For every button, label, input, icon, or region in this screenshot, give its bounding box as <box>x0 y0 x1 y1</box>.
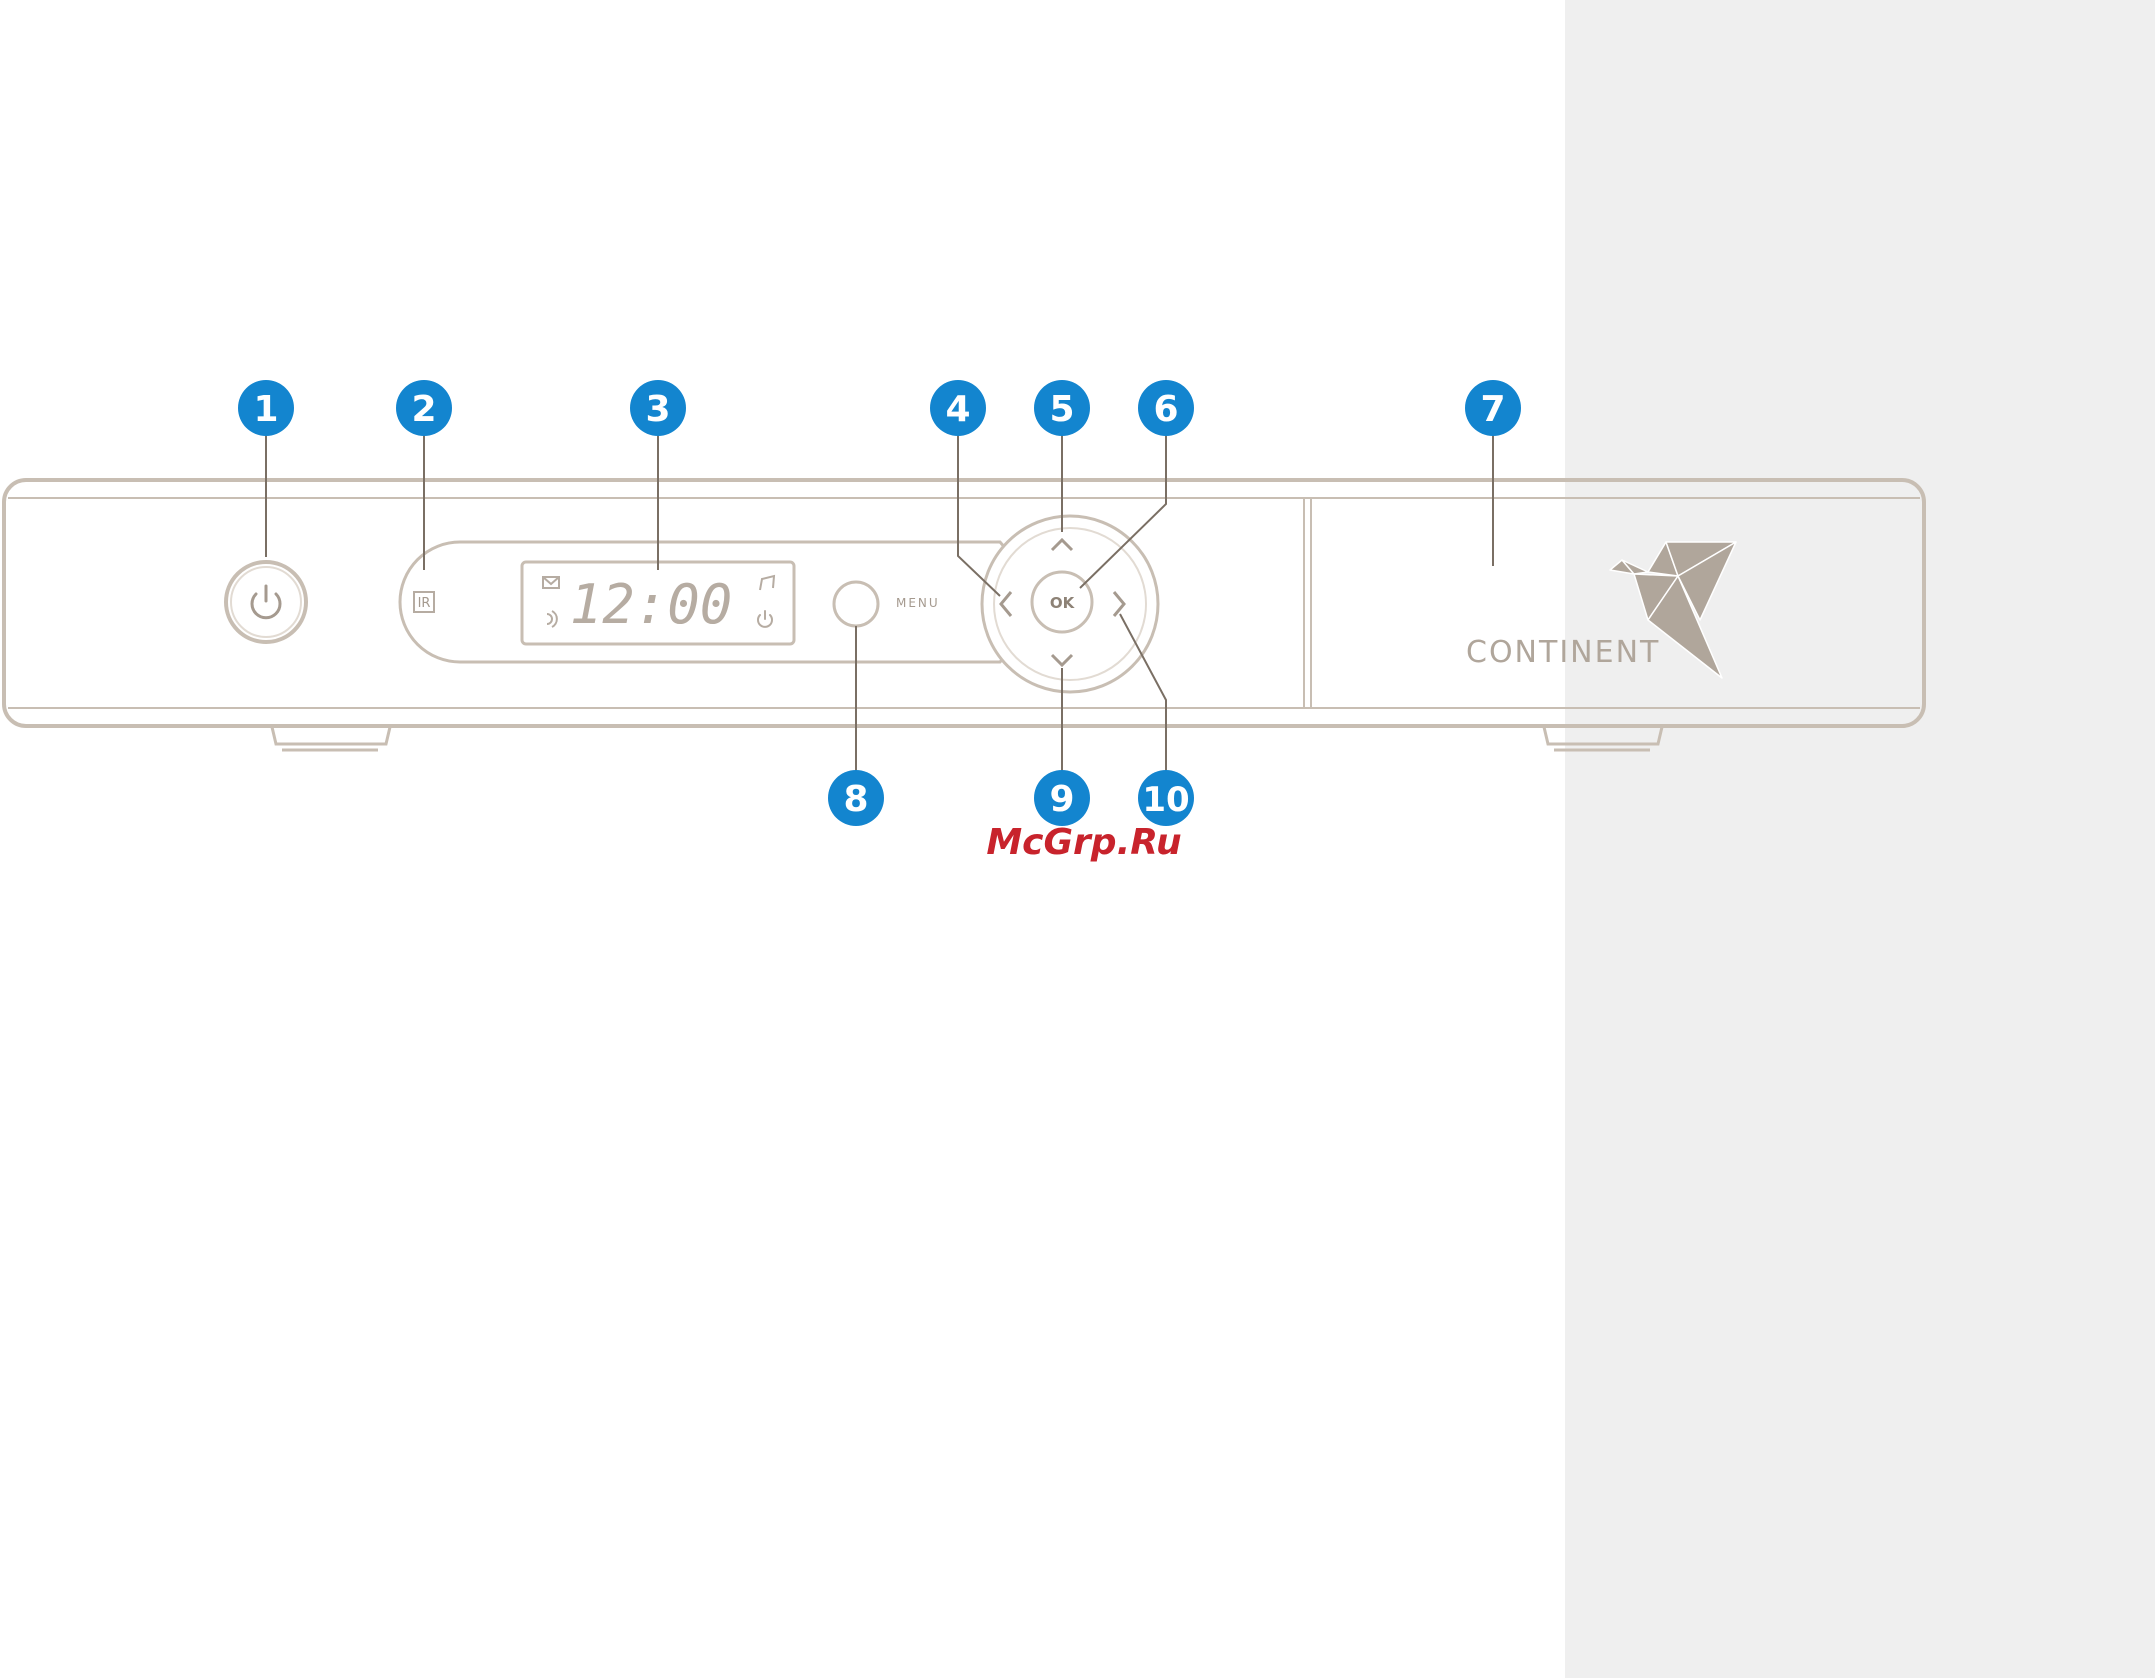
ir-label: IR <box>418 596 431 611</box>
svg-text:1: 1 <box>253 389 278 430</box>
svg-text:8: 8 <box>843 779 868 820</box>
right-foot <box>1544 727 1662 744</box>
left-foot <box>272 727 390 744</box>
signal-icon <box>547 611 557 627</box>
svg-text:7: 7 <box>1480 389 1505 430</box>
ir-receiver: IR <box>414 592 434 612</box>
ok-label: OK <box>1050 594 1076 612</box>
callout-10: 10 <box>1138 770 1194 826</box>
display: 12:00 <box>522 562 794 644</box>
callout-4: 4 <box>930 380 986 436</box>
standby-icon <box>758 611 772 627</box>
svg-text:3: 3 <box>645 389 670 430</box>
callout-2: 2 <box>396 380 452 436</box>
svg-text:10: 10 <box>1142 780 1189 820</box>
callout-8: 8 <box>828 770 884 826</box>
clock-display: 12:00 <box>570 573 733 636</box>
callout-6: 6 <box>1138 380 1194 436</box>
callout-5: 5 <box>1034 380 1090 436</box>
svg-text:9: 9 <box>1049 779 1074 820</box>
callout-3: 3 <box>630 380 686 436</box>
mail-icon <box>543 577 559 588</box>
callout-7: 7 <box>1465 380 1521 436</box>
ok-button[interactable]: OK <box>1032 572 1092 632</box>
svg-text:2: 2 <box>411 389 436 430</box>
music-icon <box>760 576 774 590</box>
svg-text:5: 5 <box>1049 389 1074 430</box>
watermark-text: McGrp.Ru <box>986 822 1181 863</box>
power-button[interactable] <box>226 562 306 642</box>
callout-1: 1 <box>238 380 294 436</box>
menu-button[interactable] <box>834 582 878 626</box>
svg-text:6: 6 <box>1153 389 1178 430</box>
leader-lines <box>266 408 1493 772</box>
svg-text:4: 4 <box>945 389 970 430</box>
brand-panel: CONTINENT <box>1466 542 1736 678</box>
brand-name: CONTINENT <box>1466 635 1660 670</box>
menu-label: MENU <box>896 596 940 610</box>
callout-9: 9 <box>1034 770 1090 826</box>
